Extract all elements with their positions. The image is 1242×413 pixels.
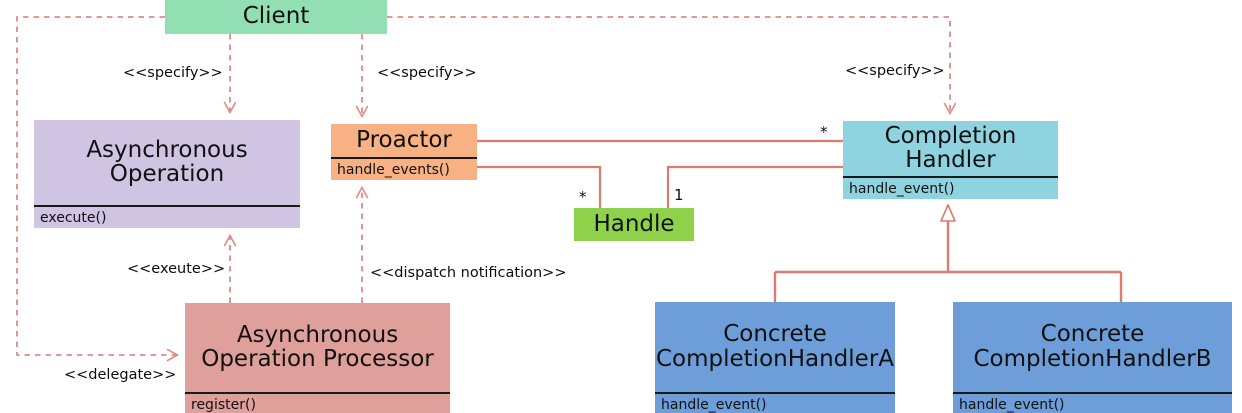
- edge-label-delegate: <<delegate>>: [64, 367, 177, 383]
- class-box-asynchronous-operation[interactable]: Asynchronous Operation execute(): [34, 120, 300, 228]
- edge-label-specify-completion-handler: <<specify>>: [845, 63, 945, 79]
- class-operations-proactor: handle_events(): [337, 162, 450, 178]
- generalization-completionhandler: [773, 204, 1123, 302]
- class-box-concrete-completion-handler-b[interactable]: Concrete CompletionHandlerB handle_event…: [953, 302, 1232, 413]
- class-operations-concrete-completion-handler-b: handle_event(): [959, 397, 1065, 413]
- multiplicity-handle-star: *: [579, 188, 587, 206]
- class-box-asynchronous-operation-processor[interactable]: Asynchronous Operation Processor registe…: [185, 303, 450, 413]
- class-name-concrete-completion-handler-a: Concrete CompletionHandlerA: [655, 302, 895, 394]
- edge-label-specify-proactor: <<specify>>: [377, 65, 477, 81]
- class-name-completion-handler: Completion Handler: [843, 121, 1058, 178]
- edge-label-specify-asynchronous-operation: <<specify>>: [123, 65, 223, 81]
- association-handle-completionhandler: [666, 165, 843, 208]
- class-operations-asynchronous-operation: execute(): [40, 210, 107, 226]
- class-name-handle: Handle: [593, 210, 675, 237]
- class-operations-concrete-completion-handler-a: handle_event(): [661, 397, 767, 413]
- class-name-asynchronous-operation-processor: Asynchronous Operation Processor: [185, 303, 450, 394]
- class-name-concrete-completion-handler-b: Concrete CompletionHandlerB: [953, 302, 1232, 394]
- edge-label-dispatch-notification: <<dispatch notification>>: [370, 265, 567, 281]
- multiplicity-completion-handler-star: *: [820, 123, 828, 141]
- class-box-handle[interactable]: Handle: [574, 208, 694, 241]
- class-box-concrete-completion-handler-a[interactable]: Concrete CompletionHandlerA handle_event…: [655, 302, 895, 413]
- class-box-client[interactable]: Client: [165, 0, 387, 34]
- class-operations-completion-handler: handle_event(): [849, 181, 955, 197]
- class-name-asynchronous-operation: Asynchronous Operation: [34, 120, 300, 207]
- class-box-completion-handler[interactable]: Completion Handler handle_event(): [843, 121, 1058, 199]
- edge-label-exeute: <<exeute>>: [127, 261, 226, 277]
- association-proactor-handle: [477, 165, 602, 208]
- class-box-proactor[interactable]: Proactor handle_events(): [331, 124, 477, 180]
- class-name-proactor: Proactor: [331, 124, 477, 159]
- class-name-client: Client: [242, 3, 310, 30]
- dependency-client-processor-delegate: [16, 16, 177, 355]
- class-operations-asynchronous-operation-processor: register(): [191, 397, 256, 413]
- multiplicity-handle-one: 1: [674, 186, 684, 204]
